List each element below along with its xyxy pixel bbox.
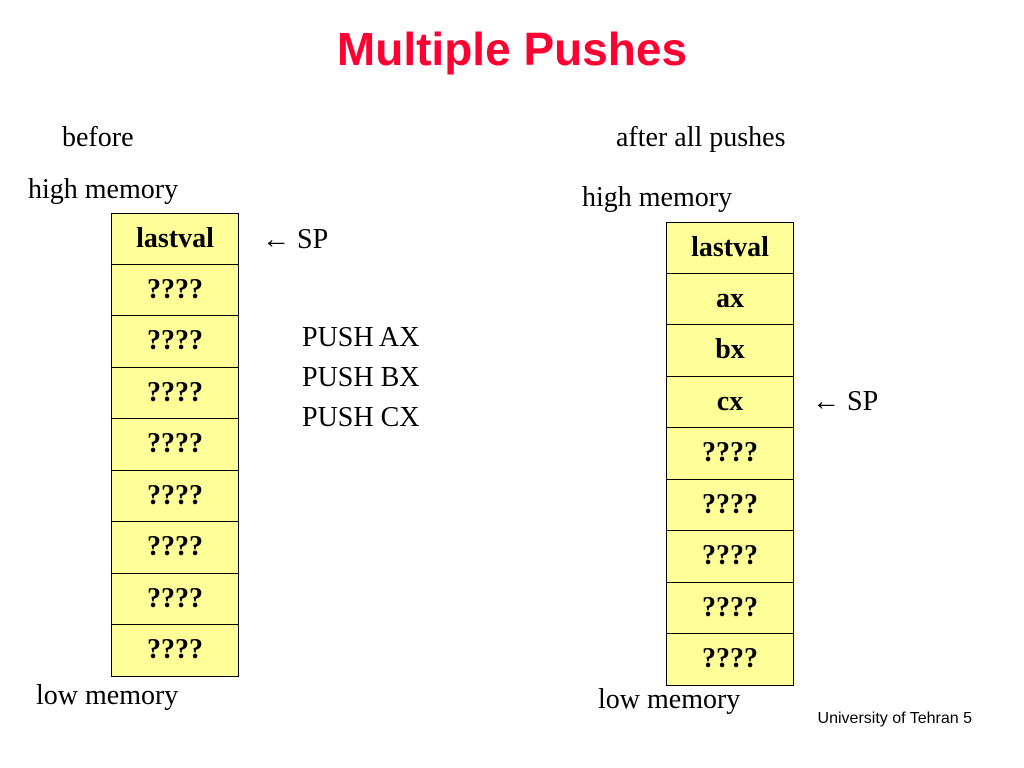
push-instructions: PUSH AX PUSH BX PUSH CX: [302, 318, 419, 438]
stack-cell: ????: [111, 367, 239, 419]
left-sp-pointer: ← SP: [262, 224, 329, 255]
after-caption: after all pushes: [616, 122, 786, 153]
left-high-memory-label: high memory: [28, 174, 179, 205]
instruction-line: PUSH AX: [302, 322, 420, 353]
stack-cell: ????: [666, 479, 794, 531]
instruction-line: PUSH BX: [302, 362, 420, 393]
stack-cell: ????: [111, 264, 239, 316]
right-high-memory-label: high memory: [582, 182, 733, 213]
before-caption: before: [62, 122, 134, 153]
stack-cell: lastval: [666, 222, 794, 274]
stack-cell: ????: [111, 522, 239, 574]
stack-cell: ????: [666, 531, 794, 583]
stack-cell: bx: [666, 325, 794, 377]
stack-cell: ????: [111, 573, 239, 625]
slide-title: Multiple Pushes: [336, 23, 688, 75]
stack-cell: ????: [111, 316, 239, 368]
instruction-line: PUSH CX: [302, 402, 420, 433]
footer-text: University of Tehran 5: [817, 710, 972, 727]
right-sp-pointer: ← SP: [812, 386, 879, 417]
stack-cell: lastval: [111, 213, 239, 265]
stack-cell: ????: [666, 634, 794, 686]
stack-cell: ????: [111, 470, 239, 522]
left-low-memory-label: low memory: [36, 680, 179, 711]
stack-cell: ax: [666, 273, 794, 325]
stack-cell: ????: [666, 582, 794, 634]
stack-cell: ????: [666, 428, 794, 480]
left-stack: lastval????????????????????????????????: [111, 213, 239, 677]
stack-cell: ????: [111, 625, 239, 677]
stack-cell: ????: [111, 419, 239, 471]
stack-cell: cx: [666, 376, 794, 428]
right-low-memory-label: low memory: [598, 684, 741, 715]
